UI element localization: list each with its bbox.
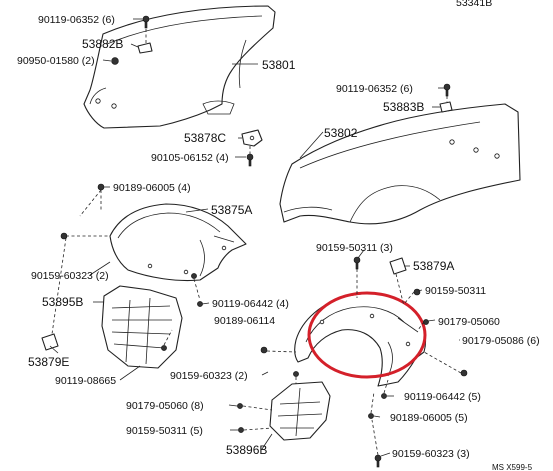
bracket-53883b[interactable] [439, 101, 453, 113]
label-ms-code: MS X599-5 [492, 463, 533, 471]
label-90159-60323-left: 90159-60323 (2) [31, 270, 109, 282]
bracket-53882b[interactable] [137, 42, 153, 54]
label-53883b: 53883B [383, 100, 424, 114]
label-53882b: 53882B [82, 37, 123, 51]
shield-53896b[interactable] [269, 381, 331, 441]
label-90179-05086: 90179-05086 (6) [462, 335, 540, 347]
label-90179-05060-bottom: 90179-05060 (8) [126, 400, 204, 412]
label-90159-60323-bottom: 90159-60323 (3) [392, 448, 470, 460]
highlight-circle [307, 291, 427, 379]
fender-53801[interactable] [83, 5, 276, 129]
label-90159-50311-top: 90159-50311 (3) [316, 242, 393, 254]
clip-53879a[interactable] [389, 257, 407, 275]
bracket-53878c[interactable] [241, 129, 263, 147]
label-90159-50311-right: 90159-50311 [425, 285, 486, 297]
label-90159-50311-bottom: 90159-50311 (5) [126, 425, 203, 437]
label-90179-05060-right: 90179-05060 [438, 316, 500, 328]
label-53895b: 53895B [42, 295, 83, 309]
label-90119-06352-top: 90119-06352 (6) [38, 14, 115, 26]
fender-53802[interactable] [279, 103, 521, 225]
label-90105-06152: 90105-06152 (4) [151, 152, 229, 164]
clip-53879e[interactable] [41, 333, 59, 351]
label-90119-06442-right: 90119-06442 (5) [404, 391, 481, 403]
label-90950-01580: 90950-01580 (2) [17, 55, 95, 67]
shield-53895b[interactable] [101, 285, 183, 369]
label-53879e: 53879E [28, 355, 69, 369]
label-90159-60323-mid: 90159-60323 (2) [170, 370, 248, 382]
label-90119-06352-right: 90119-06352 (6) [336, 83, 413, 95]
label-53341b: 53341B [456, 0, 492, 9]
leader-lines [49, 18, 462, 457]
label-53801: 53801 [262, 58, 296, 72]
liner-53875a[interactable] [109, 203, 247, 282]
label-90119-08665: 90119-08665 [55, 375, 116, 387]
label-90119-06442-left: 90119-06442 (4) [212, 298, 289, 310]
label-53802: 53802 [324, 126, 358, 140]
label-90189-06005-bottom: 90189-06005 (5) [390, 412, 468, 424]
label-53879a: 53879A [413, 259, 454, 273]
label-53896b: 53896B [226, 443, 267, 457]
label-90189-06114: 90189-06114 [214, 315, 275, 327]
label-90189-06005-top: 90189-06005 (4) [113, 182, 191, 194]
label-53875a: 53875A [211, 203, 252, 217]
fasteners [60, 15, 468, 468]
label-53878c: 53878C [184, 131, 226, 145]
liner-53875b[interactable] [294, 293, 427, 387]
